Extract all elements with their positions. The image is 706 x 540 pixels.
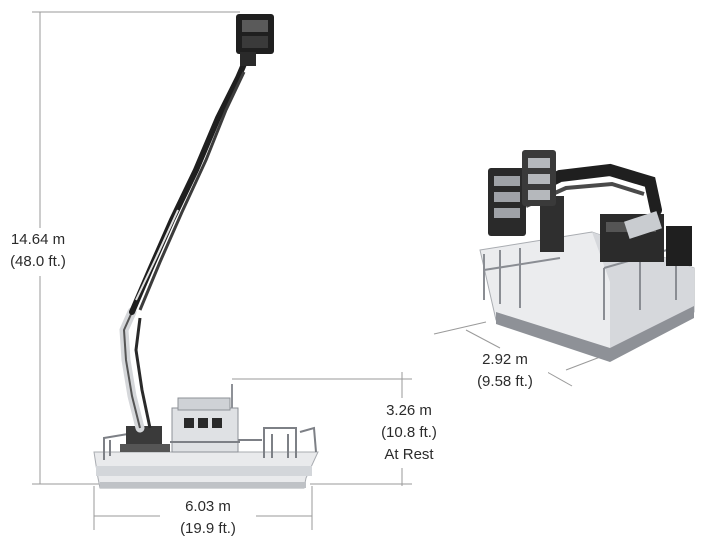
cabin-roof: [177, 397, 231, 411]
height-metric: 14.64 m: [2, 229, 74, 251]
length-dimension-label: 6.03 m (19.9 ft.): [160, 496, 256, 540]
width-dimension-label: 2.92 m (9.58 ft.): [462, 349, 548, 393]
height-imperial: (48.0 ft.): [2, 251, 74, 273]
upper-boom-highlight: [135, 209, 179, 301]
hull-deck-stripe: [96, 466, 312, 476]
upper-boom-rail: [138, 71, 246, 311]
unit-skid: [496, 306, 694, 362]
lower-boom-shadow: [122, 311, 141, 429]
tool-head-detail: [242, 36, 268, 48]
rest-height-imperial: (10.8 ft.): [366, 422, 452, 444]
deck-railings: [103, 426, 317, 460]
hull-bottom-shadow: [100, 482, 306, 488]
lower-boom-cylinder: [134, 317, 152, 429]
cabin: [171, 407, 239, 453]
height-dimension-label: 14.64 m (48.0 ft.): [2, 229, 74, 273]
cabin-window-3: [212, 418, 222, 428]
rest-height-note: At Rest: [366, 444, 452, 466]
unit-tool-head: [488, 150, 556, 236]
tool-head-mount: [240, 52, 256, 66]
height-dimension-lines: [32, 11, 240, 485]
width-dimension-lines: [433, 321, 609, 387]
width-imperial: (9.58 ft.): [462, 371, 548, 393]
boom-turret: [126, 426, 162, 446]
unit-panel-right: [666, 226, 692, 266]
length-metric: 6.03 m: [160, 496, 256, 518]
length-dimension-lines: [93, 486, 313, 530]
boom-lift-boat-illustration: [93, 14, 319, 489]
rest-height-dimension-lines: [232, 372, 412, 486]
rest-height-dimension-label: 3.26 m (10.8 ft.) At Rest: [366, 400, 452, 466]
unit-shield-plate: [624, 211, 662, 239]
boom-turret-plate: [120, 444, 170, 452]
length-imperial: (19.9 ft.): [160, 518, 256, 540]
width-metric: 2.92 m: [462, 349, 548, 371]
compact-unit-illustration: [479, 150, 695, 362]
cabin-window-2: [198, 418, 208, 428]
tool-head-frame: [242, 20, 268, 32]
cabin-window-1: [184, 418, 194, 428]
rest-height-metric: 3.26 m: [366, 400, 452, 422]
